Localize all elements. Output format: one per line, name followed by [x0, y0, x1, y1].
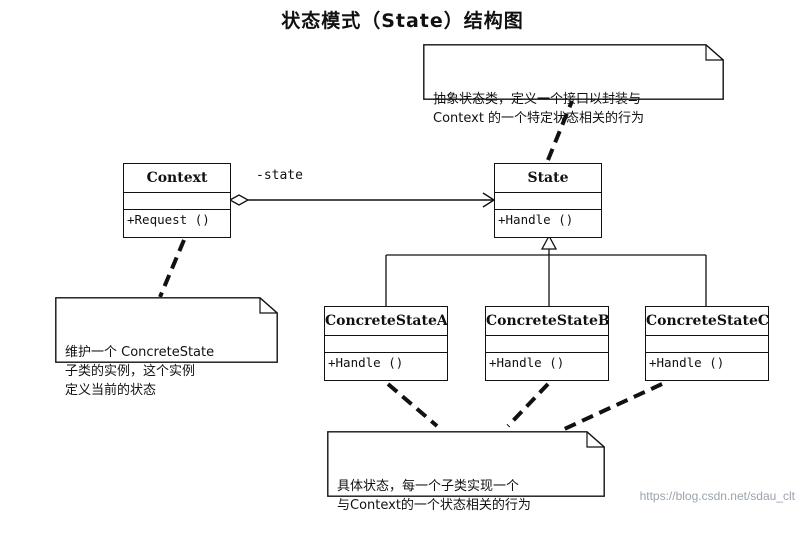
class-operation: +Handle () [489, 355, 565, 370]
class-attributes [124, 193, 230, 210]
note-text: 维护一个 ConcreteState 子类的实例，这个实例 定义当前的状态 [65, 345, 215, 398]
class-concrete-state-c[interactable]: ConcreteStateC +Handle () [645, 306, 769, 381]
class-name: ConcreteStateC [646, 307, 769, 336]
association-role-label: -state [256, 168, 303, 183]
class-operation: +Handle () [328, 355, 404, 370]
class-concrete-state-b[interactable]: ConcreteStateB +Handle () [485, 306, 610, 381]
note-concrete-state: 具体状态，每一个子类实现一个 与Context的一个状态相关的行为 [327, 431, 605, 513]
state-note-connector [546, 100, 574, 161]
note-abstract-state: 抽象状态类，定义一个接口以封装与 Context 的一个特定状态相关的行为 [423, 44, 724, 126]
note-frame [423, 44, 724, 100]
watermark-url: https://blog.csdn.net/sdau_clt [639, 489, 795, 503]
class-operation: +Request () [127, 212, 210, 227]
diagram-title: 状态模式（State）结构图 [281, 10, 524, 32]
note-text: 抽象状态类，定义一个接口以封装与 Context 的一个特定状态相关的行为 [433, 92, 645, 126]
class-name: ConcreteStateB [486, 307, 610, 336]
note-context: 维护一个 ConcreteState 子类的实例，这个实例 定义当前的状态 [55, 297, 278, 398]
class-operation: +Handle () [649, 355, 725, 370]
class-context[interactable]: Context +Request () [123, 163, 231, 238]
class-operation: +Handle () [498, 212, 574, 227]
uml-state-pattern-diagram: 状态模式（State）结构图 -state Context +Request (… [55, 10, 795, 513]
aggregation-diamond [228, 194, 250, 206]
class-name: State [495, 164, 601, 193]
concrete-b-note-connector [506, 382, 550, 428]
class-concrete-state-a[interactable]: ConcreteStateA +Handle () [324, 306, 448, 381]
note-frame [55, 297, 278, 363]
class-state[interactable]: State +Handle () [494, 163, 602, 238]
context-note-connector [158, 239, 186, 298]
class-name: ConcreteStateA [325, 307, 448, 336]
concrete-c-note-connector [559, 382, 663, 433]
class-attributes [325, 336, 447, 353]
class-attributes [646, 336, 768, 353]
class-attributes [495, 193, 601, 210]
class-attributes [486, 336, 608, 353]
note-frame [327, 431, 605, 497]
note-text: 具体状态，每一个子类实现一个 与Context的一个状态相关的行为 [337, 479, 531, 513]
class-name: Context [124, 164, 230, 193]
connector-lines [158, 100, 707, 433]
concrete-a-note-connector [386, 382, 439, 428]
